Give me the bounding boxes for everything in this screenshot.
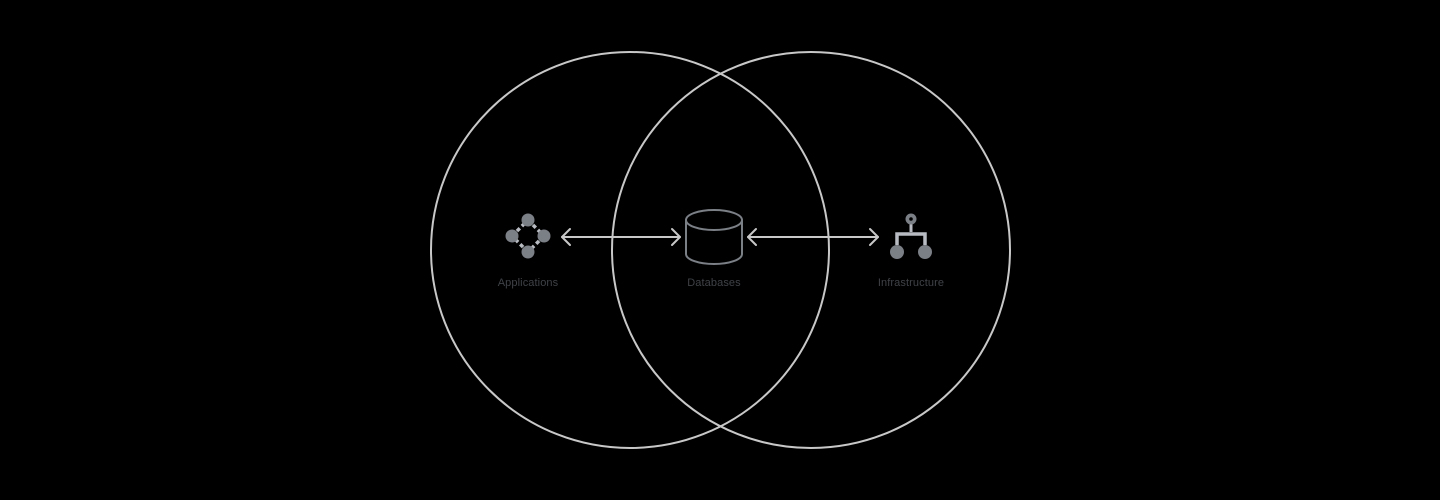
right-circle: [611, 51, 1011, 449]
network-nodes-icon: [505, 213, 551, 259]
database-cylinder-icon: [685, 209, 743, 265]
arrow-databases-infrastructure: [747, 228, 879, 246]
hierarchy-tree-icon: [890, 213, 932, 259]
left-circle: [430, 51, 830, 449]
label-databases: Databases: [687, 277, 741, 289]
arrow-applications-databases: [561, 228, 681, 246]
label-infrastructure: Infrastructure: [877, 277, 945, 289]
label-applications: Applications: [497, 277, 559, 289]
